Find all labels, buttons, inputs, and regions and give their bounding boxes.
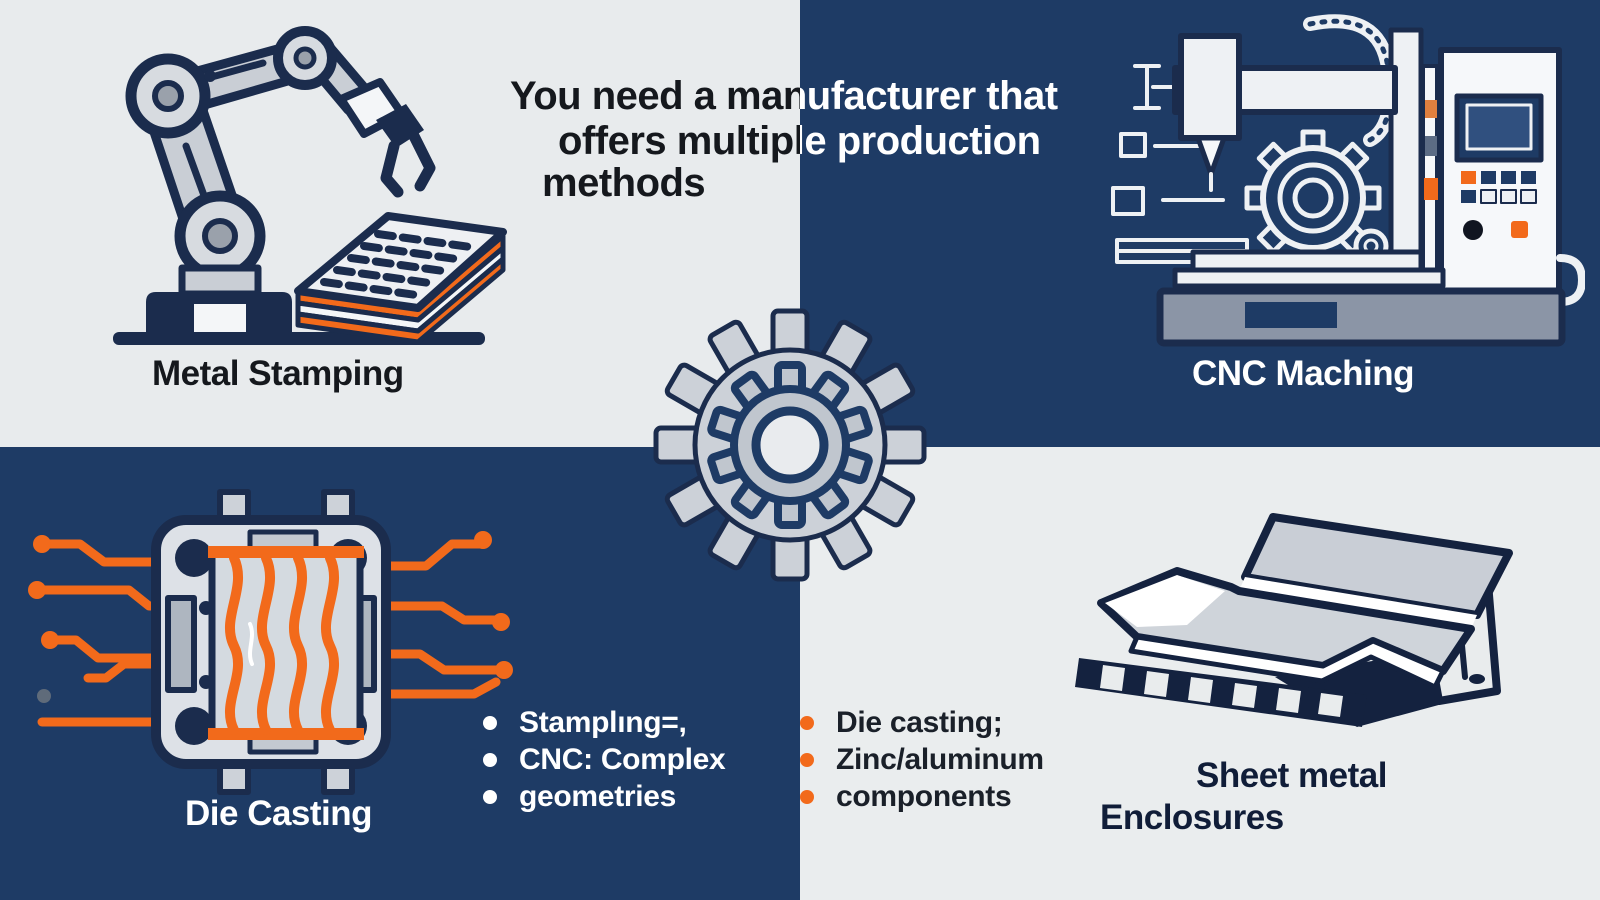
robot-arm-stamping-icon [113, 26, 507, 345]
cnc-machine-icon [1111, 14, 1585, 347]
cnc-machining-label: CNC Maching [1192, 354, 1415, 393]
metal-stamping-label: Metal Stamping [152, 354, 404, 393]
die-casting-label: Die Casting [185, 794, 373, 833]
quadrant-die-casting [0, 447, 800, 900]
sheet-metal-label-line1: Sheet metal [1196, 756, 1387, 795]
list-item: Stamplıng=, [483, 704, 725, 741]
list-item: geometries [483, 778, 725, 815]
gear-icon [653, 308, 927, 582]
list-item: CNC: Complex [483, 741, 726, 778]
sheet-metal-enclosure-icon [1075, 513, 1513, 727]
list-item: components [800, 778, 1044, 815]
die-cast-mold-icon [28, 489, 513, 795]
sheet-metal-label-line2: Enclosures [1100, 798, 1284, 837]
list-item: Zinc/aluminum [800, 741, 1044, 778]
list-item: Die casting; [800, 704, 1044, 741]
